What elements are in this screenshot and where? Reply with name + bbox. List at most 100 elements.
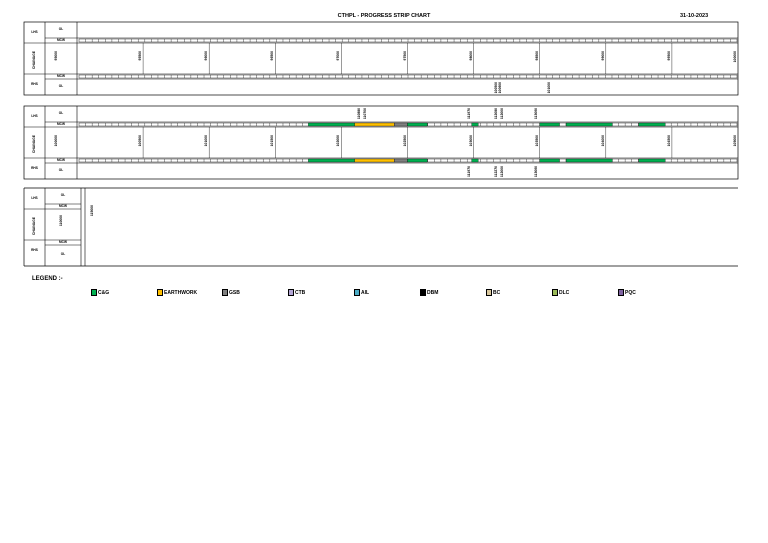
legend-item: BC (486, 289, 500, 296)
legend-label: C&G (98, 289, 110, 296)
strip2-chainage-label: 105000 (733, 135, 737, 147)
strip2-progress-lhs-earthwork (354, 122, 395, 127)
strip2-chainage-label: 103000 (468, 135, 473, 147)
strip3-label-mcw-rhs: MCW (59, 240, 67, 244)
strip1-chainage-label: 96500 (270, 51, 275, 61)
strip3-label-lhs: LHS (31, 196, 38, 200)
strip2-chainage-label: 104000 (600, 135, 605, 147)
legend-label: BC (493, 289, 501, 296)
strip3-chainage-label: 110000 (59, 215, 63, 227)
strip2-progress-lhs-cg (565, 122, 613, 127)
strip2-progress-rhs-cg (308, 158, 355, 163)
strip1-chainage-label: 95000 (54, 51, 58, 61)
page-title: CTHPL - PROGRESS STRIP CHART (337, 13, 431, 19)
legend-item: DLC (552, 289, 569, 296)
strip1-label-mcw-rhs: MCW (57, 74, 65, 78)
strip1-chainage-label: 95500 (138, 51, 143, 61)
strip2-progress-lhs-gsb (394, 122, 408, 127)
strip3-label-rhs: RHS (31, 248, 38, 252)
strip2-lhs-ol-mark: 110700 (363, 108, 367, 120)
legend-item: DBM (420, 289, 438, 296)
strip1-frame (23, 21, 739, 96)
strip2-rhs-ol-mark: 112270 (494, 166, 498, 178)
legend-item: PQC (618, 289, 636, 296)
strip2-chainage-label: 102500 (402, 135, 407, 147)
strip2-rhs-ol-mark: 112000 (500, 166, 504, 178)
strip2-lhs-ol-mark: 112000 (500, 108, 504, 120)
legend-item: C&G (91, 289, 109, 296)
legend-item: GSB (222, 289, 240, 296)
legend-swatch (354, 289, 360, 296)
strip2-label-ol-lhs: OL (58, 111, 64, 115)
strip2-chainage-label: 101000 (204, 135, 209, 147)
strip3-label-ol-rhs: OL (60, 252, 66, 256)
strip1-label-ol-rhs: OL (58, 84, 64, 88)
strip2-lhs-ol-mark: 111970 (467, 108, 471, 119)
legend-label: AIL (361, 289, 370, 296)
strip2-chainage-label: 100500 (138, 135, 143, 147)
strip1-label-ol-lhs: OL (58, 27, 64, 31)
legend-item: EARTHWORK (157, 289, 197, 296)
strip1-chainage-label: 99000 (600, 51, 605, 61)
strip1-rhs-ol-mark: 100600 (498, 82, 502, 94)
legend-label: PQC (625, 289, 636, 296)
strip2-chainage-label: 104500 (666, 135, 671, 147)
strip1-chainage-label: 99500 (666, 51, 671, 61)
strip1-label-rhs: RHS (31, 82, 38, 86)
strip2-label-lhs: LHS (31, 114, 38, 118)
strip2-lhs-ol-mark: 110880 (357, 108, 361, 120)
strip2-lhs-ol-mark: 113060 (534, 108, 538, 120)
strip2-progress-lhs-cg (407, 122, 428, 127)
legend-item: CTB (288, 289, 305, 296)
strip1-label-mcw-lhs: MCW (57, 38, 65, 42)
legend-label: GSB (229, 289, 240, 296)
strip1-chainage-label: 98000 (468, 51, 473, 61)
legend-swatch (91, 289, 97, 296)
strip2-progress-rhs-cg (407, 158, 428, 163)
strip2-chainage-label: 100000 (54, 135, 58, 147)
strip2-progress-lhs-cg (308, 122, 355, 127)
strip2-label-mcw-rhs: MCW (57, 158, 65, 162)
legend-swatch (222, 289, 228, 296)
strip1-rhs-ol-mark: 101000 (547, 82, 551, 94)
legend-swatch (420, 289, 426, 296)
strip3-label-mcw-lhs: MCW (59, 204, 67, 208)
strip2-progress-rhs-earthwork (354, 158, 395, 163)
strip2-progress-rhs-cg (471, 158, 479, 163)
strip1-chainage-label: 100000 (733, 51, 737, 63)
strip2-progress-rhs-cg (539, 158, 560, 163)
strip2-lhs-ol-mark: 112080 (494, 108, 498, 120)
strip2-label-rhs: RHS (31, 166, 38, 170)
strip3-label-ol-lhs: OL (60, 193, 66, 197)
strip1-chainage-label: 98500 (534, 51, 539, 61)
strip2-rhs-ol-mark: 113060 (534, 166, 538, 178)
strip1-chainage-label: 97500 (402, 51, 407, 61)
strip2-progress-rhs-cg (638, 158, 666, 163)
legend-label: DLC (559, 289, 570, 296)
strip2-progress-rhs-cg (565, 158, 613, 163)
strip2-progress-lhs-cg (471, 122, 479, 127)
legend-swatch (157, 289, 163, 296)
strip3-chainage-label: 115000 (90, 205, 94, 217)
strip2-chainage-label: 103500 (534, 135, 539, 147)
legend-title: LEGEND :- (32, 276, 63, 282)
legend-label: EARTHWORK (164, 289, 198, 296)
strip3-label-chainage: CHAINAGE (32, 217, 36, 236)
strip2-label-chainage: CHAINAGE (32, 135, 36, 154)
strip2-chainage-label: 101500 (270, 135, 275, 147)
legend-swatch (288, 289, 294, 296)
strip2-progress-lhs-cg (539, 122, 560, 127)
strip1-chainage-label: 96000 (204, 51, 209, 61)
strip1-label-chainage: CHAINAGE (32, 51, 36, 70)
legend-swatch (552, 289, 558, 296)
report-date: 31-10-2023 (680, 13, 709, 19)
strip2-chainage-label: 102000 (336, 135, 341, 147)
strip2-frame (23, 105, 739, 180)
strip2-label-ol-rhs: OL (58, 168, 64, 172)
legend-item: AIL (354, 289, 369, 296)
legend-label: DBM (427, 289, 439, 296)
legend-swatch (618, 289, 624, 296)
strip2-progress-rhs-gsb (394, 158, 408, 163)
legend-label: CTB (295, 289, 306, 296)
